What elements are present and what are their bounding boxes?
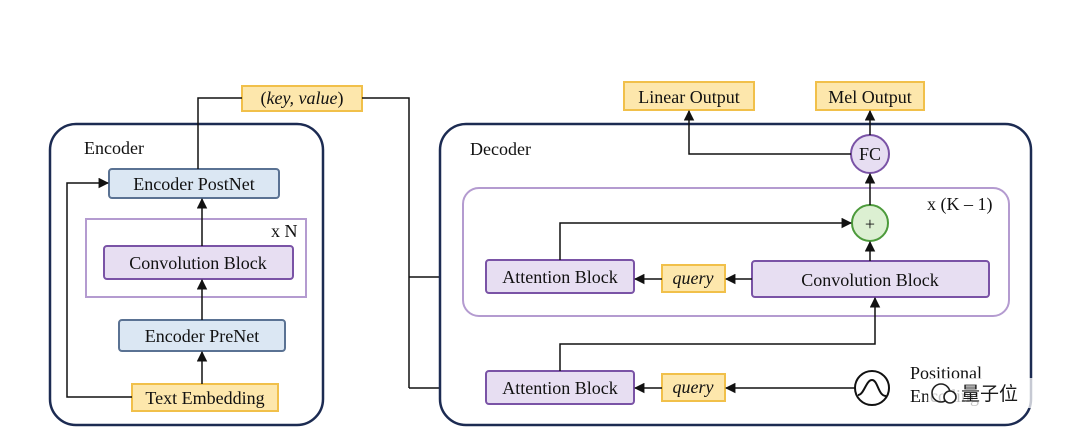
plus-label: + bbox=[865, 214, 875, 234]
linear-output-label: Linear Output bbox=[638, 87, 739, 107]
encoder-repeat-label: x N bbox=[271, 221, 298, 241]
watermark: 量子位 bbox=[928, 378, 1043, 408]
attention-block-top-label: Attention Block bbox=[502, 267, 618, 287]
encoder-prenet-label: Encoder PreNet bbox=[145, 326, 259, 346]
key-value-label: (key, value) bbox=[261, 88, 344, 109]
encoder-postnet-label: Encoder PostNet bbox=[133, 174, 254, 194]
decoder-title: Decoder bbox=[470, 139, 531, 159]
key-value-box bbox=[241, 85, 363, 112]
decoder-conv-label: Convolution Block bbox=[801, 270, 939, 290]
line-postnet-to-key-value bbox=[197, 97, 242, 169]
linear-output-box bbox=[623, 81, 755, 111]
query-bottom-label: query bbox=[673, 377, 714, 397]
line-key-value-to-decoder bbox=[362, 97, 410, 388]
residual-embedding-to-postnet bbox=[66, 177, 132, 398]
positional-encoding-icon bbox=[854, 370, 890, 406]
fc-label: FC bbox=[859, 144, 881, 164]
line-attention-top-to-plus bbox=[559, 217, 853, 260]
text-embedding-label: Text Embedding bbox=[145, 388, 264, 408]
watermark-text: 量子位 bbox=[961, 383, 1018, 405]
mel-output-label: Mel Output bbox=[828, 87, 912, 107]
query-top-box bbox=[661, 264, 726, 293]
line-attention-bottom-to-conv bbox=[559, 296, 881, 371]
query-bottom-box bbox=[661, 373, 726, 402]
decoder-repeat-label: x (K – 1) bbox=[927, 194, 993, 215]
encoder-title: Encoder bbox=[84, 138, 144, 158]
line-fc-to-linear bbox=[683, 109, 851, 155]
encoder-conv-label: Convolution Block bbox=[129, 253, 267, 273]
query-top-label: query bbox=[673, 268, 714, 288]
attention-block-bottom-label: Attention Block bbox=[502, 378, 618, 398]
text-embedding-box bbox=[131, 383, 279, 412]
